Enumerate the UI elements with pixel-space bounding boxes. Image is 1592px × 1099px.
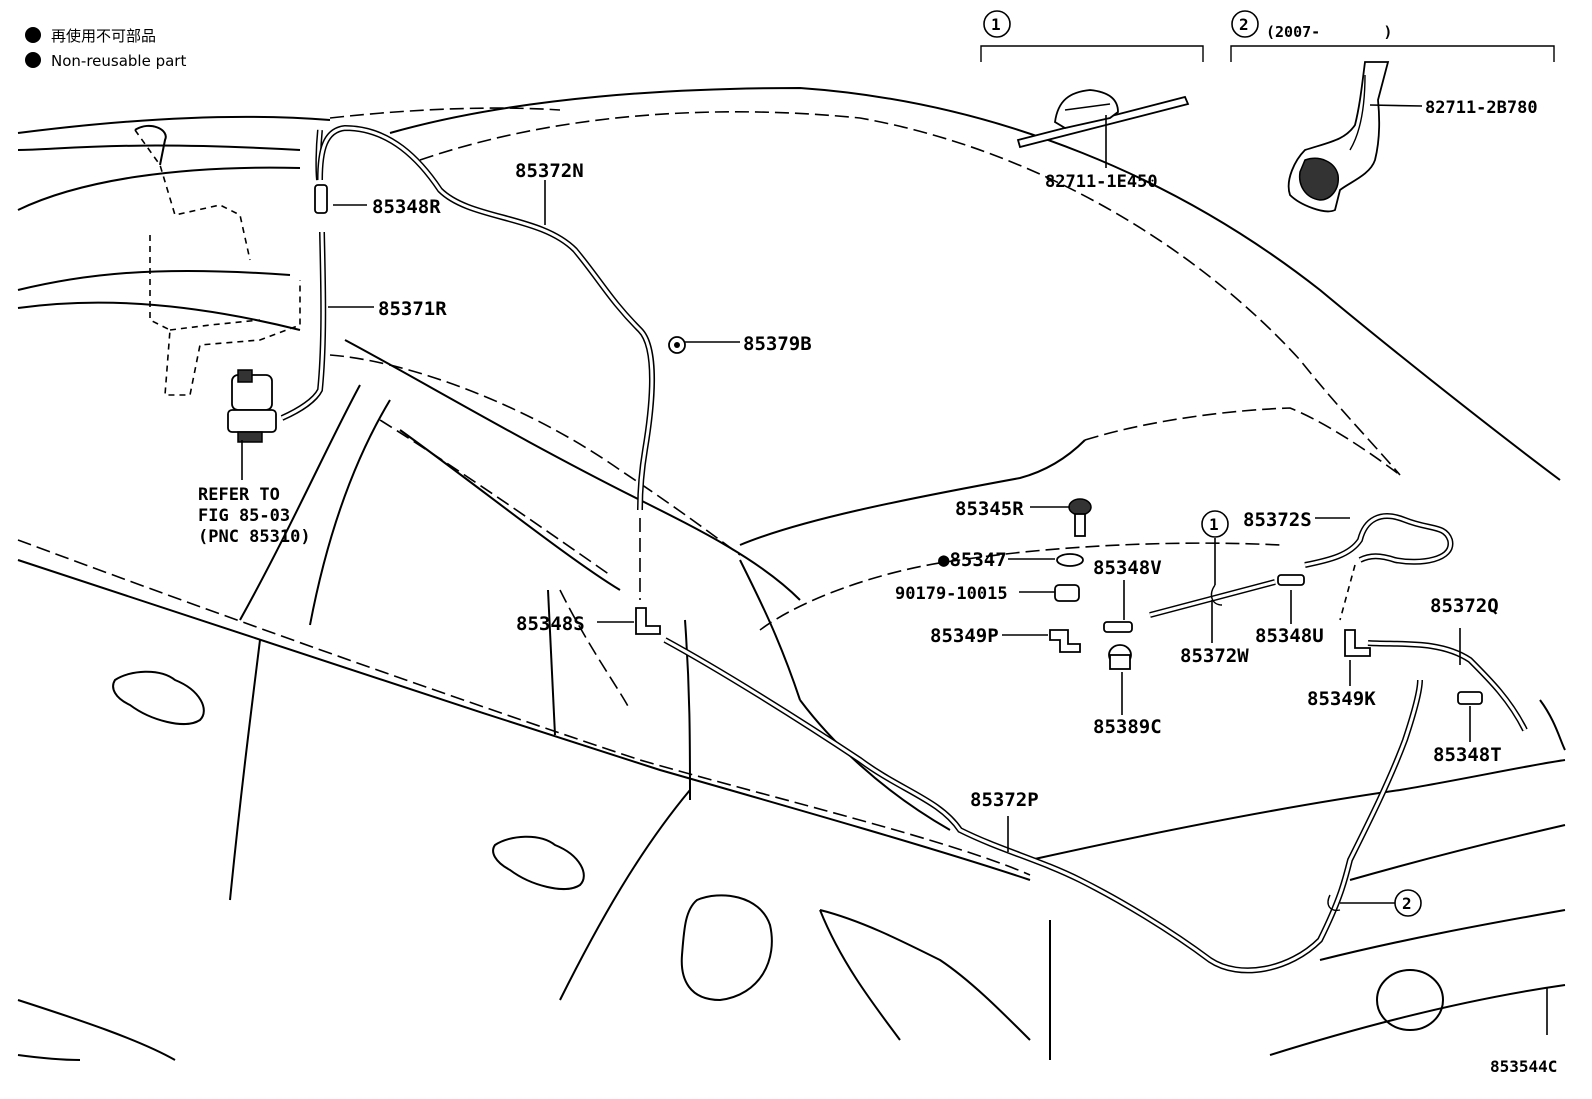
label-82711-2B780: 82711-2B780 — [1425, 98, 1538, 118]
connector-85348T-icon — [1457, 691, 1483, 705]
clamp-on-85372W-icon — [1210, 584, 1223, 606]
callout-1-text: 1 — [1209, 515, 1219, 534]
label-85372W: 85372W — [1180, 645, 1249, 667]
variant-1-marker-icon — [983, 10, 1011, 38]
legend: 再使用不可部品 Non-reusable part — [25, 27, 186, 70]
connector-85348S-icon — [635, 607, 661, 635]
part-82711-2B780-drawing — [1287, 61, 1390, 213]
part-labels: 82711-1E450 82711-2B780 85372N 85348R 85… — [372, 98, 1538, 811]
figure-id: 853544C — [1490, 1057, 1557, 1076]
connector-85348V-icon — [1103, 621, 1133, 633]
label-85348T: 85348T — [1433, 744, 1502, 766]
label-85347: ●85347 — [938, 549, 1007, 571]
legend-en-text: Non-reusable part — [51, 52, 186, 70]
label-85379B: 85379B — [743, 333, 812, 355]
label-85345R: 85345R — [955, 498, 1024, 520]
hose-85372P — [663, 637, 1423, 974]
hose-85372Q — [1367, 640, 1528, 732]
label-85348V: 85348V — [1093, 557, 1162, 579]
variant-1-marker: 1 — [991, 15, 1001, 34]
callout-2-on-85372P: 2 — [1394, 889, 1422, 917]
clip-85379B-icon — [668, 336, 686, 354]
callout-1-icon — [1201, 510, 1229, 538]
connector-85349P-icon — [1049, 629, 1081, 653]
label-85372Q: 85372Q — [1430, 595, 1499, 617]
reference-note: REFER TO FIG 85-03 (PNC 85310) — [198, 485, 311, 547]
label-85372P: 85372P — [970, 789, 1039, 811]
non-reusable-dot-icon — [25, 27, 41, 43]
label-85348U: 85348U — [1255, 625, 1324, 647]
reference-line-3: (PNC 85310) — [198, 527, 311, 547]
connector-85349K-icon — [1344, 629, 1371, 657]
grommet-90179-icon — [1054, 584, 1080, 602]
callout-1-on-85372W: 1 — [1201, 510, 1229, 538]
hose-85372N — [317, 124, 655, 600]
legend-ja-text: 再使用不可部品 — [51, 27, 156, 45]
callout-2-icon — [1394, 889, 1422, 917]
label-85389C: 85389C — [1093, 716, 1162, 738]
variant-2-marker: 2 — [1239, 15, 1249, 34]
label-85349K: 85349K — [1307, 688, 1376, 710]
variant-2-marker-icon — [1231, 10, 1259, 38]
label-85372N: 85372N — [515, 160, 584, 182]
connector-85348R-icon — [314, 184, 328, 214]
leader-lines — [241, 104, 1548, 1035]
label-85371R: 85371R — [378, 298, 447, 320]
label-85348R: 85348R — [372, 196, 441, 218]
hose-85372S — [1304, 513, 1454, 621]
label-85372S: 85372S — [1243, 509, 1312, 531]
label-85349P: 85349P — [930, 625, 999, 647]
reference-line-2: FIG 85-03 — [198, 506, 290, 526]
nozzle-85345R-icon — [1068, 498, 1092, 537]
part-82711-1E450-drawing — [1016, 89, 1190, 149]
gasket-85347-icon — [1056, 553, 1084, 567]
label-90179-10015: 90179-10015 — [895, 584, 1008, 604]
grommet-85389C-icon — [1108, 644, 1132, 670]
variant-1-bracket: 1 — [980, 10, 1204, 62]
label-85348S: 85348S — [516, 613, 585, 635]
label-82711-1E450: 82711-1E450 — [1045, 172, 1158, 192]
clamp-on-85372P-icon — [1327, 894, 1341, 912]
reference-line-1: REFER TO — [198, 485, 280, 505]
non-reusable-dot-icon — [25, 52, 41, 68]
variant-2-bracket: 2 (2007- ) — [1230, 10, 1555, 62]
car-body-outline — [17, 86, 1566, 1061]
variant-2-range: (2007- ) — [1266, 23, 1392, 41]
callout-2-text: 2 — [1402, 894, 1412, 913]
connector-85348U-icon — [1277, 574, 1305, 586]
pump-assembly — [227, 369, 277, 443]
